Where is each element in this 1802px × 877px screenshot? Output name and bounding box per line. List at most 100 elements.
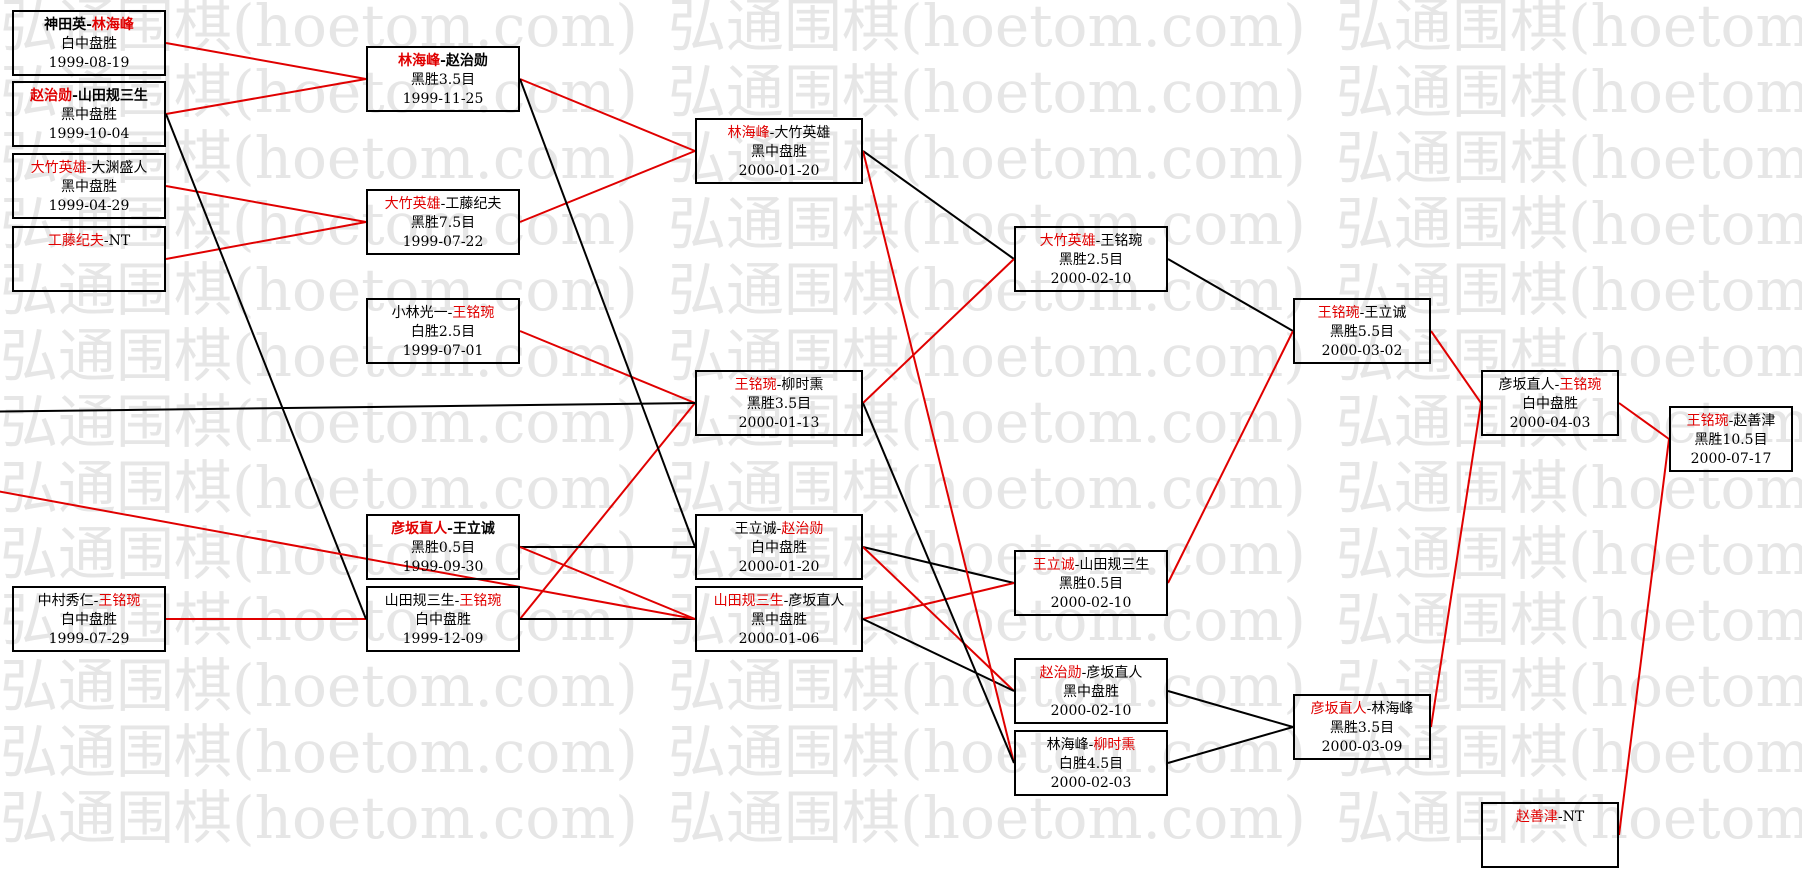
match-result: 黑中盘胜: [61, 107, 117, 123]
watermark-text: 弘通围棋(hoetom.com): [668, 124, 1306, 192]
match-result: 白中盘胜: [1522, 396, 1578, 412]
match-m22[interactable]: 赵善津-NT: [1481, 802, 1619, 868]
player-white: 王铭琬: [1559, 377, 1602, 393]
connector-m12-m18: [862, 402, 1015, 764]
watermark-text: 弘通围棋(hoetom.com): [668, 0, 1306, 60]
match-result: 黑胜3.5目: [1329, 720, 1395, 736]
match-result: 黑胜3.5目: [746, 396, 812, 412]
match-result: 黑胜3.5目: [410, 72, 476, 88]
match-date: [14, 270, 164, 289]
watermark-text: 弘通围棋(hoetom.com): [668, 652, 1306, 720]
watermark-text: 弘通围棋(hoetom.com): [1336, 520, 1802, 588]
match-date: 1999-07-01: [402, 343, 484, 359]
player-separator: -: [1074, 557, 1080, 573]
match-date: 2000-03-02: [1321, 343, 1403, 359]
connector-m15-m19: [1167, 258, 1294, 332]
match-players: 王立诚-赵治勋: [697, 520, 861, 539]
match-date: 1999-07-29: [48, 631, 130, 647]
player-white: NT: [1562, 809, 1585, 825]
watermark-text: 弘通围棋(hoetom.com): [668, 322, 1306, 390]
player-black: 彦坂直人: [1310, 701, 1367, 717]
match-result: 白胜4.5目: [1058, 756, 1124, 772]
player-separator: -: [783, 593, 789, 609]
watermark-text: 弘通围棋(hoetom.com): [0, 784, 638, 852]
connector-m13-m17: [862, 546, 1015, 692]
player-black: 山田规三生: [713, 593, 784, 609]
match-result: 黑胜2.5目: [1058, 252, 1124, 268]
player-black: 彦坂直人: [391, 521, 448, 537]
player-black: 王铭琬: [1317, 305, 1360, 321]
match-players: 山田规三生-彦坂直人: [697, 592, 861, 611]
player-separator: -: [1554, 377, 1560, 393]
watermark-text: 弘通围棋(hoetom.com): [1336, 190, 1802, 258]
watermark-text: 弘通围棋(hoetom.com): [0, 520, 638, 588]
match-players: 大竹英雄-王铭琬: [1016, 232, 1166, 251]
match-players: 工藤纪夫-NT: [14, 232, 164, 251]
player-separator: -: [103, 233, 109, 249]
watermark-text: 弘通围棋(hoetom.com): [1336, 124, 1802, 192]
player-white: 林海峰: [91, 17, 134, 33]
watermark-text: 弘通围棋(hoetom.com): [0, 190, 638, 258]
match-players: 赵治勋-山田规三生: [14, 87, 164, 106]
player-black: 王立诚: [1032, 557, 1075, 573]
match-result: 白中盘胜: [415, 612, 471, 628]
match-players: 王铭琬-柳时熏: [697, 376, 861, 395]
match-players: 中村秀仁-王铭琬: [14, 592, 164, 611]
match-date: 2000-07-17: [1690, 451, 1772, 467]
watermark-text: 弘通围棋(hoetom.com): [668, 190, 1306, 258]
player-separator: -: [440, 196, 446, 212]
match-players: 山田规三生-王铭琬: [368, 592, 518, 611]
match-players: 王立诚-山田规三生: [1016, 556, 1166, 575]
match-result: 白中盘胜: [61, 36, 117, 52]
player-white: 大竹英雄: [774, 125, 831, 141]
match-result: 黑中盘胜: [751, 144, 807, 160]
match-date: 1999-11-25: [402, 91, 484, 107]
watermark-text: 弘通围棋(hoetom.com): [1336, 454, 1802, 522]
player-black: 大竹英雄: [30, 160, 87, 176]
player-white: 王铭琬: [1100, 233, 1143, 249]
match-m4[interactable]: 工藤纪夫-NT: [12, 226, 166, 292]
match-players: 大竹英雄-工藤纪夫: [368, 195, 518, 214]
match-result: 黑胜0.5目: [410, 540, 476, 556]
player-black: 林海峰: [1046, 737, 1089, 753]
player-separator: -: [447, 521, 453, 537]
player-black: 王铭琬: [1686, 413, 1729, 429]
player-separator: -: [86, 160, 92, 176]
connector-m16-m19: [1167, 330, 1294, 584]
match-result: 黑中盘胜: [61, 179, 117, 195]
connector-m2-m10: [165, 113, 367, 620]
watermark-text: 弘通围棋(hoetom.com): [0, 322, 638, 390]
connector-m1-m6: [165, 42, 367, 80]
watermark-text: 弘通围棋(hoetom.com): [1336, 256, 1802, 324]
player-black: 中村秀仁: [37, 593, 94, 609]
watermark-text: 弘通围棋(hoetom.com): [1336, 586, 1802, 654]
match-players: 赵治勋-彦坂直人: [1016, 664, 1166, 683]
watermark-text: 弘通围棋(hoetom.com): [668, 718, 1306, 786]
match-players: 彦坂直人-王铭琬: [1483, 376, 1617, 395]
connector-m8-m12: [519, 330, 696, 404]
match-date: 1999-07-22: [402, 234, 484, 250]
match-result: 白胜2.5目: [410, 324, 476, 340]
